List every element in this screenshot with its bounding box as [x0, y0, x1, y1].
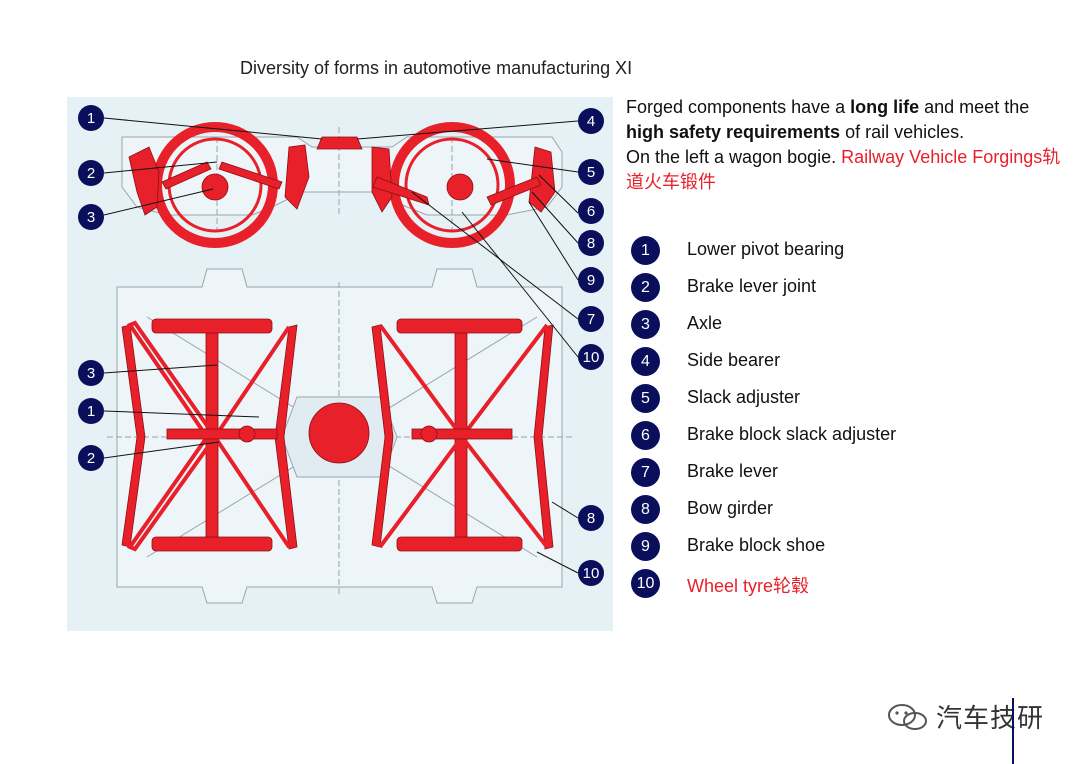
legend-badge: 3	[631, 310, 660, 339]
watermark-text: 汽车技研	[936, 703, 1045, 733]
watermark: 汽车技研	[886, 698, 1044, 735]
legend-badge: 10	[631, 569, 660, 598]
svg-text:7: 7	[587, 311, 595, 328]
callout-5: 5	[578, 159, 604, 185]
callout-10-top: 10	[578, 344, 604, 370]
legend-badge: 4	[631, 347, 660, 376]
callout-8-bottom: 8	[578, 505, 604, 531]
legend-label: Axle	[687, 313, 723, 333]
plan-view-red-parts	[121, 318, 554, 552]
legend-badge: 1	[631, 236, 660, 265]
legend-label: Side bearer	[687, 350, 781, 370]
callout-6: 6	[578, 198, 604, 224]
svg-text:5: 5	[587, 164, 595, 181]
legend-badge: 6	[631, 421, 660, 450]
svg-text:3: 3	[87, 209, 95, 226]
intro-p1: Forged components have a	[626, 97, 851, 117]
intro-p3: of rail vehicles.	[840, 122, 965, 142]
svg-text:2: 2	[87, 450, 95, 467]
callout-1-top: 1	[78, 105, 104, 131]
callout-3-top: 3	[78, 204, 104, 230]
intro-bold-long-life: long life	[850, 97, 920, 117]
svg-text:6: 6	[587, 203, 595, 220]
legend-label: Brake block slack adjuster	[687, 424, 897, 444]
svg-text:10: 10	[583, 349, 600, 366]
bogie-diagram: 1 2 3 4 5 6 8 9 7 10 3 1 2 8 10	[67, 97, 613, 631]
callout-7: 7	[578, 306, 604, 332]
callout-3-bottom: 3	[78, 360, 104, 386]
legend-badge: 8	[631, 495, 660, 524]
legend-badge: 5	[631, 384, 660, 413]
watermark-divider	[1012, 698, 1014, 764]
callout-10-bottom: 10	[578, 560, 604, 586]
intro-p2: and meet the	[919, 97, 1030, 117]
callout-2-top: 2	[78, 160, 104, 186]
leader-lines	[103, 117, 579, 574]
legend-label: Bow girder	[687, 498, 774, 518]
legend-label: Brake lever	[687, 461, 779, 481]
callout-2-bottom: 2	[78, 445, 104, 471]
legend-badge: 2	[631, 273, 660, 302]
svg-text:1: 1	[87, 110, 95, 127]
intro-text: Forged components have a long life and m…	[626, 95, 1066, 195]
legend-label: Lower pivot bearing	[687, 239, 845, 259]
legend-badge: 7	[631, 458, 660, 487]
side-view-red-parts	[128, 122, 556, 248]
svg-text:2: 2	[87, 165, 95, 182]
intro-red-caption: Railway Vehicle Forgings轨道火车锻件	[626, 147, 1061, 192]
svg-text:9: 9	[587, 272, 595, 289]
svg-text:8: 8	[587, 510, 595, 527]
wechat-icon	[888, 703, 927, 730]
svg-text:8: 8	[587, 235, 595, 252]
page-title: Diversity of forms in automotive manufac…	[240, 58, 633, 78]
svg-text:10: 10	[583, 565, 600, 582]
callout-9: 9	[578, 267, 604, 293]
legend-badge: 9	[631, 532, 660, 561]
svg-text:1: 1	[87, 403, 95, 420]
svg-text:4: 4	[587, 113, 595, 130]
callout-badges: 1 2 3 4 5 6 8 9 7 10 3 1 2 8 10	[78, 105, 604, 586]
callout-4: 4	[578, 108, 604, 134]
callout-1-bottom: 1	[78, 398, 104, 424]
intro-p4: On the left a wagon bogie.	[626, 147, 842, 167]
intro-bold-safety: high safety requirements	[626, 122, 841, 142]
legend-label: Brake lever joint	[687, 276, 817, 296]
bogie-drawing: 1 2 3 4 5 6 8 9 7 10 3 1 2 8 10	[78, 105, 604, 604]
callout-8-top: 8	[578, 230, 604, 256]
svg-text:3: 3	[87, 365, 95, 382]
legend-label: Brake block shoe	[687, 535, 826, 555]
legend-label: Wheel tyre轮毂	[687, 576, 810, 596]
legend-label: Slack adjuster	[687, 387, 801, 407]
